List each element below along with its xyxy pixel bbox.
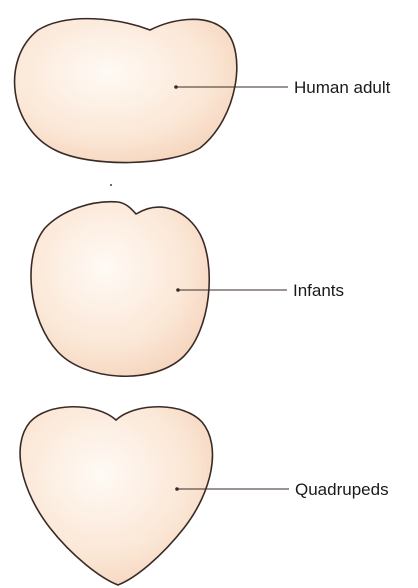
quadrupeds-label: Quadrupeds	[295, 480, 389, 499]
stray-mark	[110, 184, 112, 186]
quadrupeds-figure: Quadrupeds	[20, 407, 389, 585]
quadrupeds-outline	[20, 407, 212, 585]
human-adult-label: Human adult	[294, 78, 391, 97]
infants-label: Infants	[293, 281, 344, 300]
human-adult-figure: Human adult	[15, 19, 391, 163]
human-adult-outline	[15, 19, 237, 163]
infants-figure: Infants	[31, 202, 344, 376]
infants-outline	[31, 202, 209, 376]
